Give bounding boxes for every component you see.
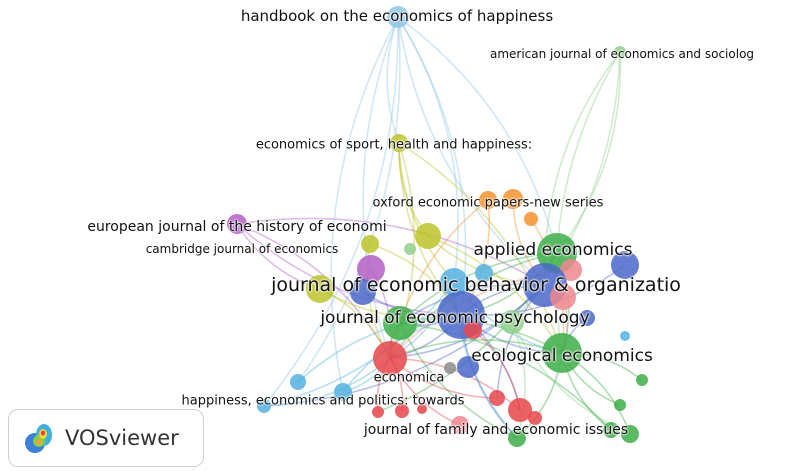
network-node-oxford-a[interactable] (479, 191, 497, 209)
network-node-pink-1[interactable] (560, 259, 582, 281)
node-label-ecological[interactable]: ecological economics (471, 346, 653, 366)
network-node-oxford-b[interactable] (503, 189, 523, 209)
network-node-pink-2[interactable] (550, 284, 576, 310)
network-link (397, 16, 558, 254)
node-label-sport[interactable]: economics of sport, health and happiness… (255, 137, 533, 153)
network-node-lg-small[interactable] (404, 243, 416, 255)
network-node-yellow-left[interactable] (306, 275, 334, 303)
network-link (236, 217, 546, 286)
network-node-ajes[interactable] (614, 46, 626, 58)
network-node-red-b[interactable] (395, 404, 409, 418)
network-link (399, 318, 563, 354)
network-node-applied-blue[interactable] (611, 251, 639, 279)
node-label-oxford[interactable]: oxford economic papers-new series (372, 195, 604, 211)
node-label-hep[interactable]: happiness, economics and politics: towar… (181, 393, 465, 409)
network-link (397, 16, 459, 283)
network-link (556, 51, 622, 254)
network-node-green-jfei-3[interactable] (621, 425, 639, 443)
network-node-grey[interactable] (444, 362, 456, 374)
network-link (330, 16, 399, 393)
network-node-economica[interactable] (373, 341, 407, 375)
network-node-lg-mid[interactable] (500, 310, 524, 334)
network-node-red-d[interactable] (489, 390, 505, 406)
network-node-blue-low[interactable] (457, 356, 479, 378)
node-label-cambridge[interactable]: cambridge journal of economics (145, 242, 339, 256)
network-link (236, 223, 462, 316)
network-node-pink-3[interactable] (451, 416, 469, 434)
network-link (362, 16, 399, 359)
network-node-sport[interactable] (390, 134, 408, 152)
network-node-sky-hep[interactable] (334, 383, 352, 401)
network-node-sky-mid-2[interactable] (475, 264, 493, 282)
network-node-red-a[interactable] (372, 406, 384, 418)
network-link (398, 142, 455, 283)
network-node-green-r[interactable] (636, 374, 648, 386)
network-node-green-jfei[interactable] (508, 429, 526, 447)
network-node-handbook[interactable] (387, 6, 409, 28)
network-node-green-jfei-2[interactable] (603, 422, 619, 438)
network-link (397, 16, 546, 286)
network-node-red-e[interactable] (508, 398, 532, 422)
vosviewer-brand-badge: VOSviewer (8, 409, 204, 467)
network-link (555, 51, 621, 354)
node-label-joep[interactable]: journal of economic psychology (320, 308, 590, 328)
network-node-sky-right[interactable] (620, 331, 630, 341)
network-link (386, 16, 400, 144)
app-name: VOSviewer (65, 426, 179, 450)
network-link (263, 16, 399, 407)
network-link (399, 252, 558, 324)
network-node-red-c[interactable] (417, 404, 427, 414)
network-node-sky-mid[interactable] (440, 268, 468, 296)
network-node-oxford-c[interactable] (524, 212, 538, 226)
network-link (399, 322, 612, 431)
network-node-green-jfei-4[interactable] (614, 399, 626, 411)
network-node-red-mid-1[interactable] (464, 321, 482, 339)
network-link (399, 322, 518, 439)
node-label-economica[interactable]: economica (373, 370, 445, 386)
node-label-ajes[interactable]: american journal of economics and sociol… (489, 47, 755, 61)
network-node-red-f[interactable] (528, 411, 542, 425)
network-node-blue-right[interactable] (579, 310, 595, 326)
network-node-purple-left[interactable] (357, 255, 385, 283)
network-node-blue-left[interactable] (350, 279, 376, 305)
network-link (398, 142, 563, 354)
node-label-jfei[interactable]: journal of family and economic issues (363, 422, 629, 438)
network-link (297, 16, 401, 383)
node-label-handbook[interactable]: handbook on the economics of happiness (240, 7, 554, 25)
node-label-jebo[interactable]: journal of economic behavior & organizat… (271, 274, 681, 296)
node-label-ejhet[interactable]: european journal of the history of econo… (87, 219, 387, 235)
network-node-ecological[interactable] (542, 333, 582, 373)
network-node-sky-l[interactable] (290, 374, 306, 390)
network-node-sky-ll[interactable] (257, 399, 271, 413)
network-node-cambridge[interactable] (361, 235, 379, 253)
network-nodes (227, 6, 648, 447)
network-link (511, 321, 526, 439)
network-node-green-left[interactable] (383, 306, 417, 340)
vosviewer-heatmap-logo-icon (25, 424, 52, 453)
node-label-applied[interactable]: applied economics (473, 240, 633, 260)
network-node-ejhet[interactable] (227, 214, 247, 234)
network-link (427, 235, 563, 354)
network-link (389, 339, 563, 359)
network-node-mid-yellow[interactable] (415, 223, 441, 249)
network-link (263, 281, 455, 407)
